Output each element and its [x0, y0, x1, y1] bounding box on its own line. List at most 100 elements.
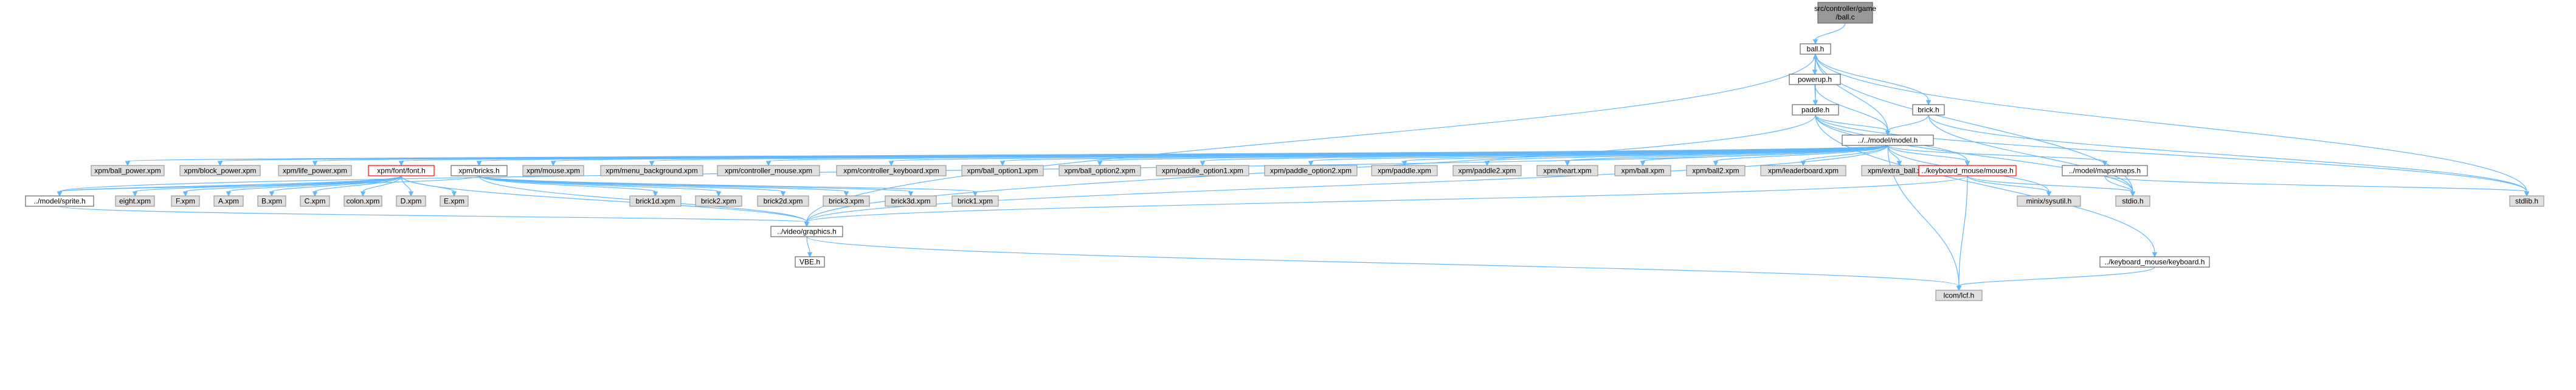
node-A: A.xpm	[213, 195, 244, 207]
node-box	[717, 165, 820, 176]
node-label: xpm/bricks.h	[458, 167, 499, 175]
edge-sprite_h-to-graphics_h	[59, 206, 810, 228]
node-box	[1156, 165, 1249, 176]
node-label: xpm/mouse.xpm	[527, 167, 580, 175]
edge-maps_h-to-stdio	[2104, 175, 2136, 197]
node-layer: src/controller/game/ball.c ball.h powerup.…	[25, 2, 2544, 301]
node-label: xpm/heart.xpm	[1543, 167, 1591, 175]
node-sprite-h[interactable]: ../model/sprite.h	[25, 195, 94, 207]
node-box	[961, 165, 1044, 176]
node-kbm-mouse-h[interactable]: ../keyboard_mouse/mouse.h	[1918, 165, 2017, 176]
node-box	[1912, 104, 1945, 116]
edge-font_h-to-C	[312, 175, 402, 197]
node-model-h[interactable]: ../../model/model.h	[1842, 134, 1934, 146]
node-root[interactable]: src/controller/game/ball.c	[1814, 2, 1876, 24]
edge-bricks_h-to-sprite_h	[57, 175, 480, 197]
node-label: brick2.xpm	[701, 197, 736, 206]
node-box	[2115, 195, 2150, 207]
node-box	[451, 165, 508, 176]
node-stdio: stdio.h	[2115, 195, 2150, 207]
node-x-leader: xpm/leaderboard.xpm	[1760, 165, 1846, 176]
node-x-paddle: xpm/paddle.xpm	[1371, 165, 1438, 176]
node-label: powerup.h	[1798, 75, 1832, 84]
node-x-life-power: xpm/life_power.xpm	[278, 165, 352, 176]
node-x-ball-opt2: xpm/ball_option2.xpm	[1058, 165, 1141, 176]
edge-paddle_h-to-kbd_h	[1815, 114, 2158, 258]
edge-font_h-to-colon	[360, 175, 402, 197]
edge-bricks_h-to-brick1d	[478, 175, 658, 197]
node-box	[522, 165, 584, 176]
node-powerup-h[interactable]: powerup.h	[1789, 74, 1841, 85]
edge-bricks_h-to-brick2	[478, 175, 722, 197]
node-label: brick2d.xpm	[764, 197, 803, 206]
node-label: ../keyboard_mouse/mouse.h	[1921, 167, 2013, 175]
node-label: xpm/paddle_option2.xpm	[1270, 167, 1352, 175]
node-box	[1058, 165, 1141, 176]
node-box	[396, 195, 426, 207]
node-label: brick3d.xpm	[891, 197, 931, 206]
node-box	[1264, 165, 1358, 176]
node-label: brick.h	[1918, 106, 1939, 114]
node-label: xpm/block_power.xpm	[184, 167, 257, 175]
node-box	[795, 256, 825, 268]
node-box	[1789, 74, 1841, 85]
node-stdlib: stdlib.h	[2509, 195, 2544, 207]
node-label: D.xpm	[401, 197, 422, 206]
edge-bricks_h-to-brick1	[478, 175, 978, 197]
node-box	[1817, 2, 1873, 24]
node-x-ball: xpm/ball.xpm	[1614, 165, 1671, 176]
node-box	[823, 195, 870, 207]
node-label: F.xpm	[176, 197, 195, 206]
node-x-block-power: xpm/block_power.xpm	[179, 165, 261, 176]
node-x-ctrl-kbd: xpm/controller_keyboard.xpm	[836, 165, 947, 176]
node-box	[1686, 165, 1746, 176]
edge-graphics_h-to-lcom	[806, 236, 1962, 291]
edge-bricks_h-to-brick2d	[478, 175, 786, 197]
node-box	[770, 226, 843, 237]
edge-model_h-to-maps_h	[1887, 145, 2108, 167]
node-minix: minix/sysutil.h	[2017, 195, 2081, 207]
node-box	[1371, 165, 1438, 176]
node-label: stdlib.h	[2515, 197, 2538, 206]
node-box	[757, 195, 809, 207]
node-label: xpm/paddle2.xpm	[1459, 167, 1516, 175]
node-box	[951, 195, 999, 207]
node-bricks-h[interactable]: xpm/bricks.h	[451, 165, 508, 176]
node-brick1: brick1.xpm	[951, 195, 999, 207]
node-brick-h[interactable]: brick.h	[1912, 104, 1945, 116]
node-x-extra-ball: xpm/extra_ball.xpm	[1861, 165, 1938, 176]
node-maps-h[interactable]: ../model/maps/maps.h	[2062, 165, 2148, 176]
node-brick1d: brick1d.xpm	[629, 195, 682, 207]
node-box	[1842, 134, 1934, 146]
node-box	[836, 165, 947, 176]
node-label: lcom/lcf.h	[1944, 291, 1975, 300]
node-paddle-h[interactable]: paddle.h	[1792, 104, 1839, 116]
node-box	[1614, 165, 1671, 176]
edge-kbm_mouse_h-to-stdio	[1967, 175, 2136, 197]
node-kbd-h[interactable]: ../keyboard_mouse/keyboard.h	[2099, 256, 2210, 268]
node-label: xpm/ball_power.xpm	[94, 167, 161, 175]
node-brick3d: brick3d.xpm	[885, 195, 937, 207]
node-box	[1792, 104, 1839, 116]
node-font-h[interactable]: xpm/font/font.h	[368, 165, 435, 176]
node-label: ../model/sprite.h	[33, 197, 85, 206]
node-label: B.xpm	[261, 197, 282, 206]
node-vbe-h[interactable]: VBE.h	[795, 256, 825, 268]
node-x-ctrl-mouse: xpm/controller_mouse.xpm	[717, 165, 820, 176]
node-box	[1935, 290, 1983, 301]
edge-model_h-to-kbm_mouse_h	[1887, 145, 1970, 167]
node-box	[257, 195, 286, 207]
node-F: F.xpm	[171, 195, 200, 207]
node-graphics-h[interactable]: ../video/graphics.h	[770, 226, 843, 237]
node-box	[600, 165, 703, 176]
node-label: A.xpm	[218, 197, 239, 206]
node-x-ball-opt1: xpm/ball_option1.xpm	[961, 165, 1044, 176]
node-E: E.xpm	[440, 195, 469, 207]
node-label: brick1.xpm	[958, 197, 993, 206]
node-label: xpm/ball.xpm	[1621, 167, 1665, 175]
node-box	[25, 195, 94, 207]
node-ball-h[interactable]: ball.h	[1800, 43, 1831, 55]
edge-kbm_mouse_h-to-lcom	[1956, 175, 1968, 291]
node-eight: eight.xpm	[115, 195, 155, 207]
node-label: xpm/controller_mouse.xpm	[725, 167, 812, 175]
